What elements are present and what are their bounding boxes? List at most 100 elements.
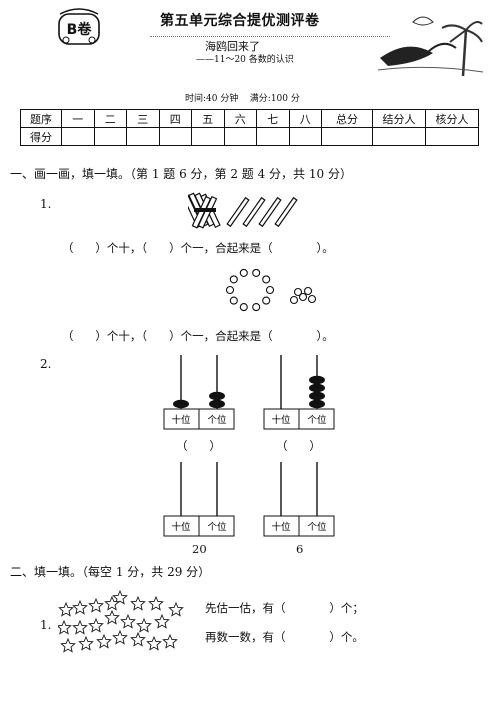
star-icon (78, 635, 94, 651)
loose-circles (289, 286, 317, 305)
star-icon (104, 609, 120, 625)
question-2-number: 2. (40, 357, 52, 371)
tens-place-label: 十位 (171, 521, 191, 533)
score-cell: 核分人 (425, 109, 479, 128)
star-icon (154, 613, 170, 629)
score-cell: 七 (256, 109, 290, 128)
score-cell: 四 (158, 109, 192, 128)
star-icon (162, 633, 178, 649)
circle (262, 296, 271, 305)
circle (225, 285, 235, 295)
score-blank[interactable] (321, 127, 373, 146)
stick-bundle-and-sticks (188, 192, 298, 229)
star-icon (72, 599, 88, 615)
abacus-bead (309, 375, 325, 385)
abacus-4-value: 6 (296, 542, 304, 556)
star-icon (112, 629, 128, 645)
star-icon (146, 635, 162, 651)
abacus-bead (209, 391, 225, 401)
question-1-number: 1. (40, 197, 52, 211)
circle (252, 268, 261, 277)
star-icon (148, 595, 164, 611)
score-table-header-row: 题序 一 二 三 四 五 六 七 八 总分 结分人 核分人 (20, 109, 479, 128)
star-icon (88, 597, 104, 613)
score-table: 题序 一 二 三 四 五 六 七 八 总分 结分人 核分人 得分 (20, 109, 479, 146)
circle (229, 296, 238, 305)
ones-place-label: 个位 (207, 521, 227, 533)
seagull-palm-illustration (378, 16, 483, 77)
score-blank[interactable] (372, 127, 426, 146)
star-icon (58, 619, 72, 635)
abacus-bead (309, 391, 325, 401)
abacus-3-value: 20 (192, 542, 207, 556)
star-icon (60, 637, 76, 653)
section-1-title: 一、画一画，填一填。（第 1 题 6 分，第 2 题 4 分，共 10 分） (10, 167, 352, 181)
score-cell: 八 (288, 109, 322, 128)
circle (239, 303, 248, 312)
star-icon (120, 613, 136, 629)
star-icon (96, 633, 112, 649)
score-cell: 五 (191, 109, 225, 128)
tens-place-label: 十位 (171, 414, 191, 426)
tens-place-label: 十位 (271, 414, 291, 426)
score-blank[interactable] (425, 127, 479, 146)
abacus-2-answer: （ ） (276, 439, 321, 453)
circle (239, 268, 248, 277)
score-cell: 题序 (20, 109, 62, 128)
circle-ring-and-circles (225, 268, 317, 312)
star-icon (168, 601, 184, 617)
abacus-1: 十位 个位 (163, 355, 235, 430)
score-blank[interactable] (61, 127, 95, 146)
circle (252, 303, 261, 312)
star-icon (136, 617, 152, 633)
abacus-4: 十位 个位 (263, 462, 335, 537)
bundle-of-ten-sticks (188, 192, 221, 229)
score-cell: 六 (223, 109, 257, 128)
score-blank[interactable] (93, 127, 127, 146)
unit-topic: ——11～20 各数的认识 (196, 55, 294, 65)
abacus-bead (173, 399, 189, 409)
ones-place-label: 个位 (307, 414, 327, 426)
score-blank[interactable] (288, 127, 322, 146)
star-icon (58, 601, 74, 617)
score-blank[interactable] (126, 127, 160, 146)
fill-in-line-2: （ ）个十，（ ）个一，合起来是（ ）。 (62, 329, 334, 343)
score-cell: 二 (93, 109, 127, 128)
score-blank[interactable] (158, 127, 192, 146)
exam-time-info: 时间:40 分钟 满分:100 分 (185, 94, 300, 104)
abacus-2: 十位 个位 (263, 355, 335, 430)
circle (265, 285, 275, 295)
abacus-bead (309, 383, 325, 393)
abacus-bead (309, 399, 325, 409)
score-blank[interactable] (256, 127, 290, 146)
abacus-bead (209, 399, 225, 409)
estimate-line: 先估一估，有（ ）个； (205, 601, 364, 615)
circle (262, 275, 271, 284)
score-blank[interactable] (223, 127, 257, 146)
unit-subtitle: 海鸥回来了 (205, 40, 260, 53)
abacus-3: 十位 个位 (163, 462, 235, 537)
score-blank[interactable] (191, 127, 225, 146)
tens-place-label: 十位 (271, 521, 291, 533)
star-icon (88, 617, 104, 633)
ones-place-label: 个位 (307, 521, 327, 533)
question-1-number: 1. (40, 618, 52, 632)
fill-in-line-1: （ ）个十，（ ）个一，合起来是（ ）。 (62, 241, 334, 255)
star-icon (130, 631, 146, 647)
score-table-score-row: 得分 (20, 127, 479, 146)
star-icon (72, 619, 88, 635)
count-line: 再数一数，有（ ）个。 (205, 630, 364, 644)
circle (229, 275, 238, 284)
abacus-1-answer: （ ） (176, 439, 221, 453)
score-cell: 得分 (20, 127, 62, 146)
score-cell: 一 (61, 109, 95, 128)
star-icon (104, 595, 120, 611)
b-paper-badge: B卷 (58, 8, 100, 45)
star-group (58, 589, 184, 653)
divider (150, 36, 390, 37)
ring-of-ten-circles (225, 268, 275, 312)
page-title: 第五单元综合提优测评卷 (160, 13, 320, 29)
star-icon (112, 589, 128, 605)
section-2-title: 二、填一填。（每空 1 分，共 29 分） (10, 565, 211, 579)
star-icon (130, 595, 146, 611)
